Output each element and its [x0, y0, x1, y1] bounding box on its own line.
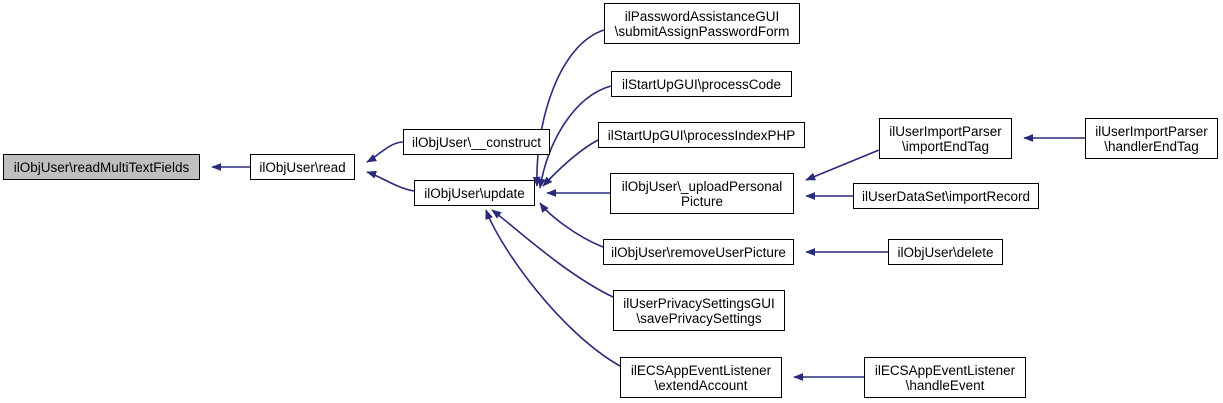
graph-node-importEndTag[interactable]: ilUserImportParser \importEndTag: [879, 118, 1012, 159]
graph-edge-update-to-read: [366, 170, 415, 192]
graph-node-submitAssignPasswordForm[interactable]: ilPasswordAssistanceGUI \submitAssignPas…: [604, 3, 800, 44]
graph-edge-processCode-to-update: [537, 85, 612, 189]
graph-node-processIndexPHP[interactable]: ilStartUpGUI\processIndexPHP: [598, 122, 805, 148]
graph-node-savePrivacySettings[interactable]: ilUserPrivacySettingsGUI \savePrivacySet…: [613, 290, 785, 331]
graph-node-removeUserPicture[interactable]: ilObjUser\removeUserPicture: [603, 239, 794, 265]
graph-node-handleEvent[interactable]: ilECSAppEventListener \handleEvent: [864, 357, 1026, 398]
graph-edge-removeUserPicture-to-update: [539, 202, 604, 248]
graph-node-handlerEndTag[interactable]: ilUserImportParser \handlerEndTag: [1085, 118, 1218, 159]
graph-edge-extendAccount-to-update: [485, 209, 621, 367]
graph-node-importRecord[interactable]: ilUserDataSet\importRecord: [853, 183, 1039, 209]
graph-node-read[interactable]: ilObjUser\read: [250, 154, 355, 180]
graph-edge-processIndexPHP-to-update: [542, 139, 599, 187]
graph-edge-submitAssignPasswordForm-to-update: [532, 29, 605, 187]
graph-edge-importEndTag-to-uploadPersonalPicture: [805, 149, 880, 181]
graph-node-update[interactable]: ilObjUser\update: [414, 180, 535, 206]
graph-node-readMultiTextFields[interactable]: ilObjUser\readMultiTextFields: [3, 154, 200, 180]
graph-edge-savePrivacySettings-to-update: [491, 209, 614, 298]
graph-edge-construct-to-read: [366, 141, 404, 163]
graph-node-extendAccount[interactable]: ilECSAppEventListener \extendAccount: [620, 357, 782, 398]
graph-node-processCode[interactable]: ilStartUpGUI\processCode: [611, 71, 792, 97]
graph-node-uploadPersonalPicture[interactable]: ilObjUser\_uploadPersonal Picture: [610, 173, 794, 214]
graph-node-delete[interactable]: ilObjUser\delete: [888, 239, 1003, 265]
graph-node-construct[interactable]: ilObjUser\__construct: [403, 129, 550, 155]
